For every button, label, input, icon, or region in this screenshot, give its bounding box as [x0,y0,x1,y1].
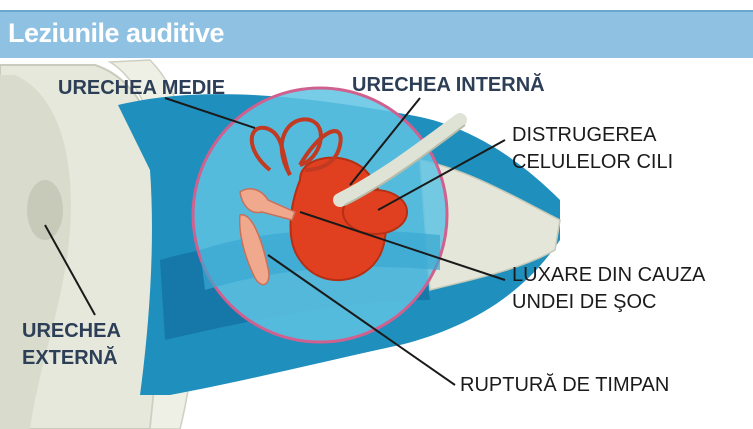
outer-ear-label: URECHEA EXTERNĂ [22,318,121,372]
dislocation-label-line-1: LUXARE DIN CAUZA [512,262,705,289]
page-title: Leziunile auditive [8,18,224,49]
middle-ear-label: URECHEA MEDIE [58,75,225,102]
inner-ear-label: URECHEA INTERNĂ [352,72,545,99]
eardrum-label: RUPTURĂ DE TIMPAN [460,372,669,399]
hair-cells-label-line-2: CELULELOR CILI [512,149,673,176]
dislocation-label-line-2: UNDEI DE ŞOC [512,289,705,316]
title-banner: Leziunile auditive [0,10,753,58]
outer-ear-label-line-2: EXTERNĂ [22,345,121,372]
dislocation-label: LUXARE DIN CAUZA UNDEI DE ŞOC [512,262,705,316]
outer-ear-label-line-1: URECHEA [22,318,121,345]
hair-cells-label-line-1: DISTRUGEREA [512,122,673,149]
hair-cells-label: DISTRUGEREA CELULELOR CILI [512,122,673,176]
